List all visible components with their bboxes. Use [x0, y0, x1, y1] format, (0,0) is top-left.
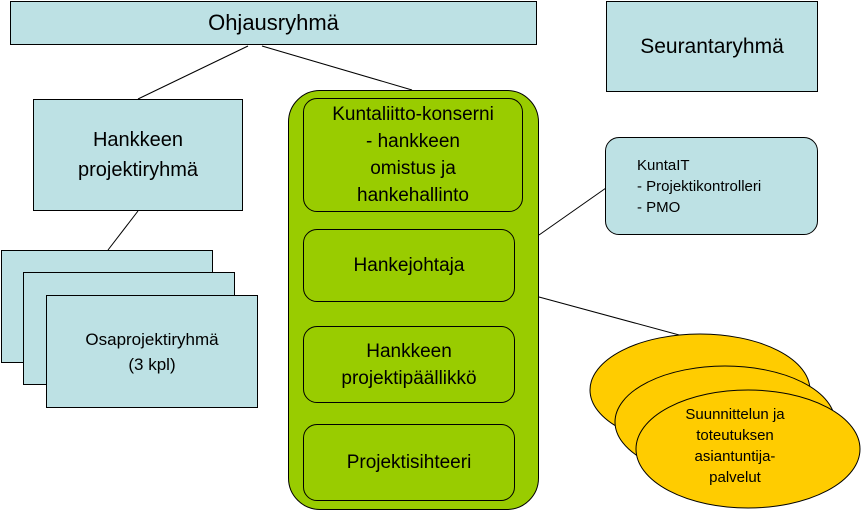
connector-green-to-kuntait [538, 187, 607, 236]
ownership-line4: hankehallinto [357, 185, 469, 206]
project-secretary-label: Projektisihteeri [346, 451, 472, 473]
expert-services-line1: Suunnittelun ja [685, 406, 785, 423]
ownership-line1: Kuntaliitto-konserni [332, 104, 494, 125]
project-lead-box: Hankejohtaja [303, 229, 515, 302]
kuntait-item-controller: - Projektikontrolleri [637, 177, 762, 195]
project-manager-box: Hankkeen projektipäällikkö [303, 326, 515, 403]
subproject-group-label-line1: Osaprojektiryhmä [85, 329, 219, 349]
expert-services-line2: toteutuksen [696, 427, 774, 444]
steering-group-box: Ohjausryhmä [10, 1, 537, 45]
expert-ellipse-front [635, 389, 861, 509]
project-lead-label: Hankejohtaja [353, 254, 465, 276]
expert-services-label: Suunnittelun ja toteutuksen asiantuntija… [660, 404, 810, 488]
ownership-box: Kuntaliitto-konserni - hankkeen omistus … [303, 98, 523, 212]
connector-project-group-to-subgroups [107, 210, 139, 251]
subproject-group-box-front: Osaprojektiryhmä (3 kpl) [46, 295, 258, 408]
monitoring-group-box: Seurantaryhmä [606, 1, 818, 92]
kuntait-title: KuntaIT [637, 156, 690, 174]
project-group-box: Hankkeen projektiryhmä [33, 99, 243, 211]
connector-green-to-experts [538, 296, 706, 343]
expert-services-line3: asiantuntija- [694, 448, 776, 465]
monitoring-group-label: Seurantaryhmä [640, 34, 784, 58]
ownership-line3: omistus ja [370, 158, 456, 179]
project-group-label-line1: Hankkeen [92, 129, 184, 151]
project-secretary-box: Projektisihteeri [303, 424, 515, 501]
connector-steering-to-project-group [137, 45, 249, 100]
expert-services-line4: palvelut [709, 469, 761, 486]
kuntait-item-pmo: - PMO [637, 198, 681, 216]
connector-steering-to-green [261, 45, 413, 91]
subproject-group-label-line2: (3 kpl) [128, 354, 176, 374]
project-manager-line2: projektipäällikkö [341, 367, 477, 389]
project-group-label-line2: projektiryhmä [77, 159, 199, 181]
steering-group-label: Ohjausryhmä [208, 10, 339, 35]
project-manager-line1: Hankkeen [366, 340, 452, 362]
ownership-line2: - hankkeen [365, 131, 460, 152]
kuntait-box: KuntaIT - Projektikontrolleri - PMO [605, 137, 818, 235]
